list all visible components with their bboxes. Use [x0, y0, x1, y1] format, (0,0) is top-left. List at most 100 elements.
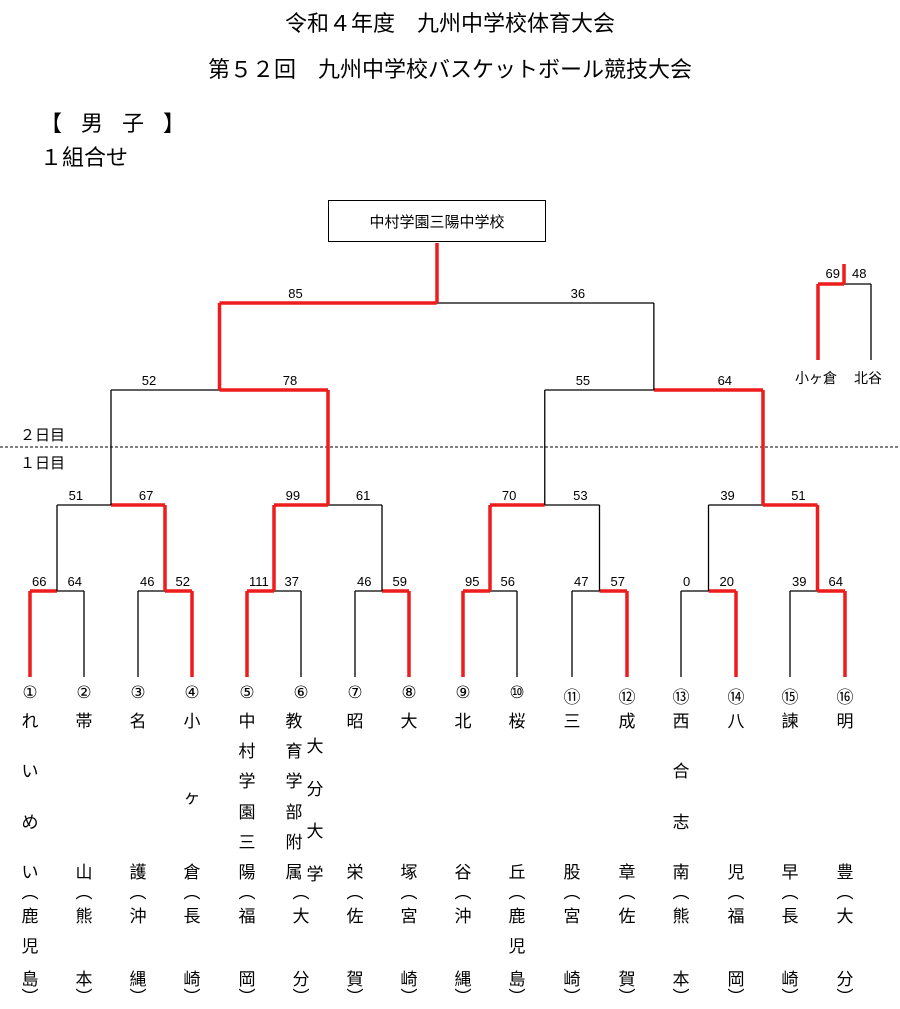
paren-open: ︵ [563, 883, 581, 903]
paren-open: ︵ [836, 883, 854, 903]
team-name-char: 丘 [508, 863, 526, 883]
paren-close: ︶ [346, 988, 364, 1008]
side-team-right: 北谷 [854, 371, 882, 387]
prefecture-char: 本 [75, 970, 93, 990]
prefecture-char: 沖 [129, 907, 147, 927]
section-heading: 【 男 子 】 [40, 112, 191, 137]
team-name-char: 塚 [400, 863, 418, 883]
score-label: 64 [68, 574, 82, 589]
prefecture-char: 縄 [129, 970, 147, 990]
team-name-char: 三 [238, 832, 256, 853]
score-label: 51 [69, 488, 83, 503]
champion-box: 中村学園三陽中学校 [328, 200, 546, 242]
paren-open: ︵ [727, 883, 745, 903]
prefecture-char: 沖 [454, 907, 472, 927]
team-name-char: 村 [238, 742, 256, 763]
paren-open: ︵ [508, 883, 526, 903]
team-name-char: 合 [672, 762, 690, 783]
prefecture-char: 児 [21, 937, 39, 957]
paren-close: ︶ [238, 988, 256, 1008]
score-label: 59 [393, 574, 407, 589]
score-label: 20 [720, 574, 734, 589]
seed-number: ⑭ [727, 688, 745, 708]
score-label: 0 [683, 574, 690, 589]
prefecture-char: 福 [727, 907, 745, 927]
team-name-char: 学 [285, 772, 303, 793]
prefecture-char: 賀 [618, 970, 636, 990]
team-name-char: 護 [129, 863, 147, 883]
team-name-char: 属 [285, 863, 303, 883]
day1-label: １日目 [20, 454, 66, 472]
paren-close: ︶ [618, 988, 636, 1008]
paren-open: ︵ [672, 883, 690, 903]
paren-close: ︶ [454, 988, 472, 1008]
team-name-char: い [21, 863, 39, 883]
score-label: 67 [139, 488, 153, 503]
team-name-char: 股 [563, 863, 581, 883]
score-label: 66 [32, 574, 46, 589]
paren-open: ︵ [129, 883, 147, 903]
prefecture-char: 岡 [238, 970, 256, 990]
seed-number: ⑦ [347, 683, 363, 703]
prefecture-char: 熊 [672, 907, 690, 927]
seed-number: ⑪ [563, 688, 581, 708]
team-name-char: 小 [183, 712, 201, 732]
prefecture-char: 鹿 [508, 907, 526, 927]
score-label: 78 [283, 373, 297, 388]
side-team-left: 小ヶ倉 [795, 371, 837, 387]
team-name-char: 学 [306, 865, 324, 885]
team-name-char: 栄 [346, 863, 364, 883]
team-name-char: 帯 [75, 712, 93, 732]
paren-close: ︶ [400, 988, 418, 1008]
team-name-char: 大 [306, 737, 324, 757]
score-label: 64 [829, 574, 843, 589]
team-name-char: ヶ [183, 787, 201, 808]
paren-open: ︵ [781, 883, 799, 903]
paren-close: ︶ [508, 988, 526, 1008]
prefecture-char: 分 [292, 970, 310, 990]
score-label: 61 [356, 488, 370, 503]
prefecture-char: 鹿 [21, 907, 39, 927]
team-name-char: 成 [618, 712, 636, 732]
prefecture-char: 宮 [400, 907, 418, 927]
team-name-char: 章 [618, 863, 636, 883]
score-label: 39 [720, 488, 734, 503]
score-label: 56 [501, 574, 515, 589]
team-name-char: 分 [306, 779, 324, 800]
score-label: 51 [791, 488, 805, 503]
prefecture-char: 長 [183, 907, 201, 927]
team-name-char: 大 [400, 712, 418, 732]
paren-open: ︵ [21, 883, 39, 903]
paren-open: ︵ [346, 883, 364, 903]
seed-number: ⑩ [509, 683, 525, 703]
team-name-char: 倉 [183, 863, 201, 883]
team-name-char: 育 [285, 742, 303, 763]
team-name-char: 豊 [836, 863, 854, 883]
team-name-char: 部 [285, 802, 303, 823]
team-name-char: 志 [672, 812, 690, 833]
seed-number: ⑨ [455, 683, 471, 703]
score-label: 69 [826, 266, 840, 281]
score-label: 55 [576, 373, 590, 388]
paren-open: ︵ [238, 883, 256, 903]
score-label: 99 [286, 488, 300, 503]
score-label: 64 [718, 373, 732, 388]
team-name-char: 明 [836, 712, 854, 732]
paren-close: ︶ [183, 988, 201, 1008]
champion-name: 中村学園三陽中学校 [369, 212, 505, 231]
paren-open: ︵ [400, 883, 418, 903]
seed-number: ⑤ [239, 683, 255, 703]
team-name-char: 谷 [454, 863, 472, 883]
team-name-char: 教 [285, 712, 303, 732]
prefecture-char: 熊 [75, 907, 93, 927]
prefecture-char: 島 [508, 970, 526, 990]
prefecture-char: 分 [836, 970, 854, 990]
score-label: 36 [571, 286, 585, 301]
team-name-char: 北 [454, 712, 472, 732]
score-label: 85 [288, 286, 302, 301]
seed-number: ⑥ [293, 683, 309, 703]
tournament-title: 第５２回 九州中学校バスケットボール競技大会 [207, 58, 692, 83]
paren-close: ︶ [836, 988, 854, 1008]
prefecture-char: 宮 [563, 907, 581, 927]
